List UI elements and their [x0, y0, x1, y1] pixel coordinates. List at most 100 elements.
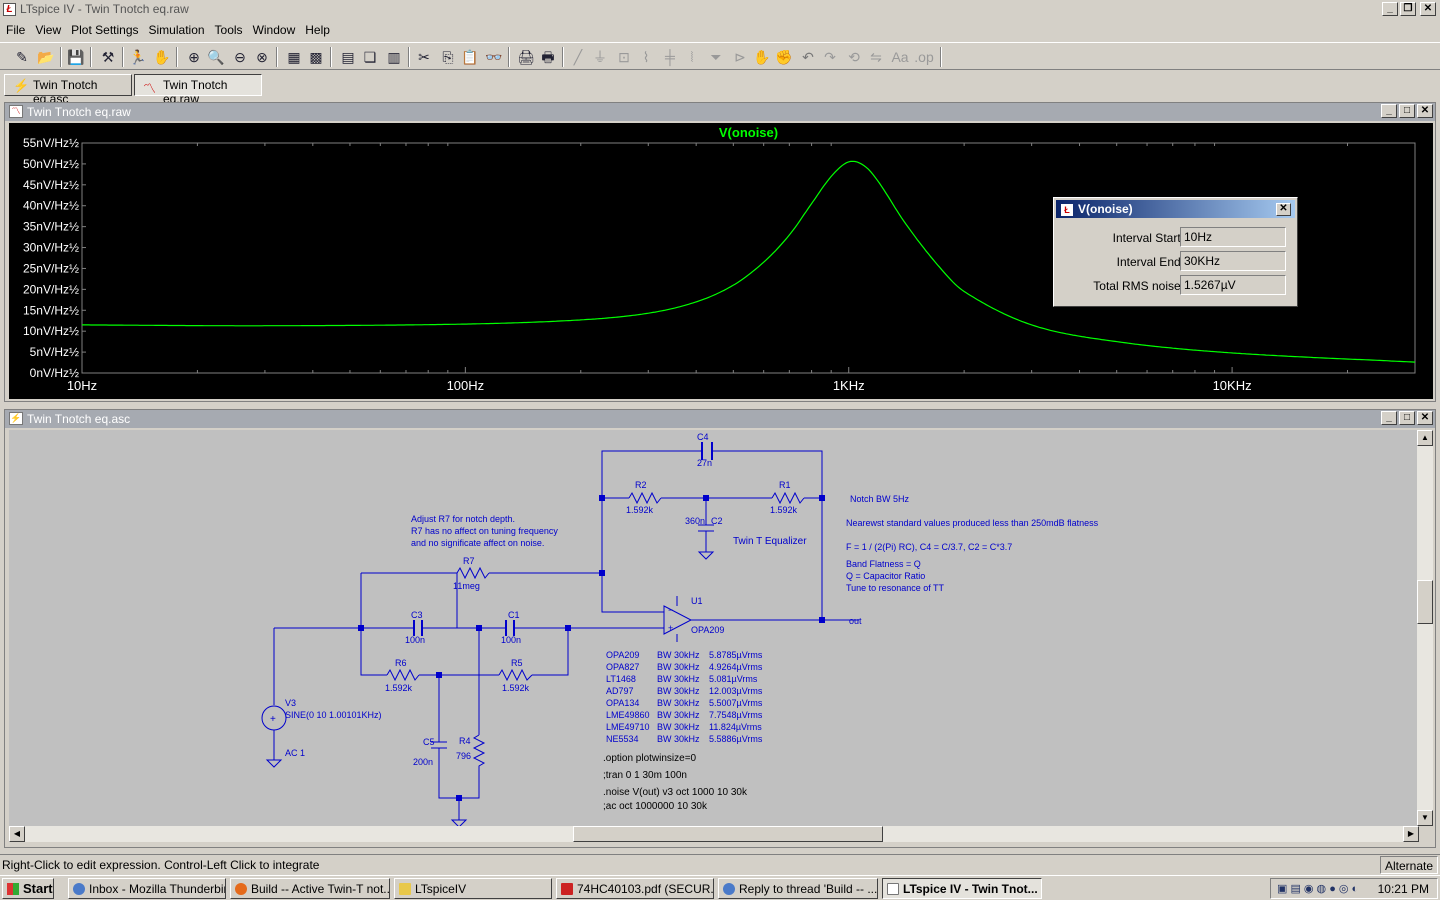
v3-ac[interactable]: AC 1: [285, 748, 306, 758]
c5-name[interactable]: C5: [423, 737, 435, 747]
noise-plot[interactable]: 55nV/Hz½50nV/Hz½45nV/Hz½40nV/Hz½35nV/Hz½…: [9, 123, 1433, 399]
paste-icon[interactable]: 📋: [461, 49, 479, 65]
menu-view[interactable]: View: [35, 23, 62, 37]
r2-value[interactable]: 1.592k: [626, 505, 654, 515]
autorange-icon[interactable]: ▦: [287, 49, 301, 65]
r5-value[interactable]: 1.592k: [502, 683, 530, 693]
task-pdf[interactable]: 74HC40103.pdf (SECUR...: [556, 878, 714, 899]
resistor-icon[interactable]: ⌇: [642, 49, 650, 65]
redo-icon[interactable]: ↷: [824, 49, 836, 65]
ground-icon[interactable]: ⏚: [593, 49, 607, 65]
menu-tools[interactable]: Tools: [214, 23, 243, 37]
note-adjust-3[interactable]: and no significate affect on noise.: [411, 538, 545, 548]
minimize-button[interactable]: _: [1382, 2, 1398, 16]
r1-value[interactable]: 1.592k: [770, 505, 798, 515]
r6-value[interactable]: 1.592k: [385, 683, 413, 693]
r1-name[interactable]: R1: [779, 480, 791, 490]
close-button[interactable]: ✕: [1417, 411, 1433, 425]
task-explorer[interactable]: LTspiceIV: [394, 878, 552, 899]
r6-name[interactable]: R6: [395, 658, 407, 668]
tray-icons[interactable]: ▣ ▤ ◉ ◍ ● ◎ ◐: [1277, 883, 1359, 895]
grid-icon[interactable]: ▩: [309, 49, 323, 65]
cascade-icon[interactable]: ❏: [363, 49, 377, 65]
close-button[interactable]: ✕: [1276, 203, 1291, 216]
diode-icon[interactable]: ⏷: [710, 49, 722, 65]
note-adjust-1[interactable]: Adjust R7 for notch depth.: [411, 514, 516, 524]
minimize-button[interactable]: _: [1381, 104, 1397, 118]
total-rms-field[interactable]: 1.5267µV: [1180, 275, 1286, 295]
c4-value[interactable]: 27n: [697, 458, 713, 468]
open-icon[interactable]: 📂: [37, 49, 55, 65]
note-notch-bw[interactable]: Notch BW 5Hz: [850, 494, 910, 504]
r4-value[interactable]: 796: [456, 751, 472, 761]
text-icon[interactable]: Aa: [891, 49, 909, 65]
directive-option[interactable]: .option plotwinsize=0: [603, 753, 697, 764]
print-icon[interactable]: 🖶: [541, 49, 555, 65]
pan-icon[interactable]: 🔍: [207, 49, 225, 65]
new-schematic-icon[interactable]: ✎: [16, 49, 28, 65]
tile-horizontal-icon[interactable]: ▤: [341, 49, 355, 65]
find-icon[interactable]: 👓: [485, 49, 503, 65]
menu-file[interactable]: File: [6, 23, 26, 37]
vertical-scrollbar[interactable]: ▲ ▼: [1417, 430, 1433, 826]
v3-value[interactable]: SINE(0 10 1.00101KHz): [285, 710, 382, 720]
c1-value[interactable]: 100n: [501, 635, 522, 645]
interval-end-field[interactable]: 30KHz: [1180, 251, 1286, 271]
interval-start-field[interactable]: 10Hz: [1180, 227, 1286, 247]
copy-icon[interactable]: ⎘: [442, 49, 454, 65]
cut-icon[interactable]: ✂: [418, 49, 430, 65]
c3-value[interactable]: 100n: [405, 635, 426, 645]
note-formula[interactable]: F = 1 / (2(Pi) RC), C4 = C/3.7, C2 = C*3…: [846, 542, 1013, 552]
directive-noise[interactable]: .noise V(out) v3 oct 1000 10 30k: [603, 787, 747, 798]
tab-schematic[interactable]: ⚡ Twin Tnotch eq.asc: [4, 74, 132, 106]
menu-help[interactable]: Help: [305, 23, 330, 37]
drag-icon[interactable]: ✊: [775, 49, 793, 65]
scroll-thumb[interactable]: [573, 826, 883, 842]
c4-name[interactable]: C4: [697, 432, 709, 442]
r7-name[interactable]: R7: [463, 556, 475, 566]
task-reply[interactable]: Reply to thread 'Build -- ...: [718, 878, 878, 899]
net-label-out[interactable]: out: [849, 616, 862, 626]
note-nearest[interactable]: Nearewst standard values produced less t…: [846, 518, 1099, 528]
component-icon[interactable]: ⊳: [734, 49, 746, 65]
restore-button[interactable]: ❐: [1400, 2, 1416, 16]
r2-name[interactable]: R2: [635, 480, 647, 490]
u1-name[interactable]: U1: [691, 596, 703, 606]
r4-name[interactable]: R4: [459, 736, 471, 746]
inductor-icon[interactable]: ⦚: [690, 49, 694, 65]
directive-tran[interactable]: ;tran 0 1 30m 100n: [603, 770, 687, 781]
move-icon[interactable]: ✋: [753, 49, 771, 65]
c3-name[interactable]: C3: [411, 610, 423, 620]
tile-vertical-icon[interactable]: ▥: [387, 49, 401, 65]
note-adjust-2[interactable]: R7 has no affect on tuning frequency: [411, 526, 558, 536]
rotate-icon[interactable]: ⟲: [848, 49, 860, 65]
close-button[interactable]: ✕: [1420, 2, 1436, 16]
scroll-left-icon[interactable]: ◀: [9, 826, 25, 842]
mirror-icon[interactable]: ⇋: [870, 49, 882, 65]
c2-name[interactable]: C2: [711, 516, 723, 526]
capacitor-icon[interactable]: ╪: [665, 49, 675, 65]
save-icon[interactable]: 💾: [67, 49, 85, 65]
tab-raw[interactable]: 〽 Twin Tnotch eq.raw: [134, 74, 262, 106]
scroll-right-icon[interactable]: ▶: [1403, 826, 1419, 842]
u1-value[interactable]: OPA209: [691, 625, 725, 635]
menu-simulation[interactable]: Simulation: [148, 23, 205, 37]
zoom-out-icon[interactable]: ⊖: [234, 49, 246, 65]
run-icon[interactable]: 🏃: [129, 49, 147, 65]
print-setup-icon[interactable]: 🖨: [517, 49, 535, 65]
maximize-button[interactable]: □: [1399, 411, 1415, 425]
zoom-fit-icon[interactable]: ⊗: [256, 49, 268, 65]
note-twin-t[interactable]: Twin T Equalizer: [733, 536, 807, 547]
label-net-icon[interactable]: ⊡: [618, 49, 630, 65]
zoom-in-icon[interactable]: ⊕: [188, 49, 200, 65]
v3-name[interactable]: V3: [285, 698, 297, 708]
r7-value[interactable]: 11meg: [453, 581, 480, 591]
directive-ac[interactable]: ;ac oct 1000000 10 30k: [603, 801, 707, 812]
c2-value[interactable]: 360n: [685, 516, 706, 526]
r5-name[interactable]: R5: [511, 658, 523, 668]
note-band-1[interactable]: Band Flatness = Q: [846, 559, 921, 569]
scroll-thumb[interactable]: [1417, 580, 1433, 624]
note-band-3[interactable]: Tune to resonance of TT: [846, 583, 945, 593]
task-thunderbird[interactable]: Inbox - Mozilla Thunderbird: [68, 878, 226, 899]
spice-directive-icon[interactable]: .op: [914, 49, 934, 65]
